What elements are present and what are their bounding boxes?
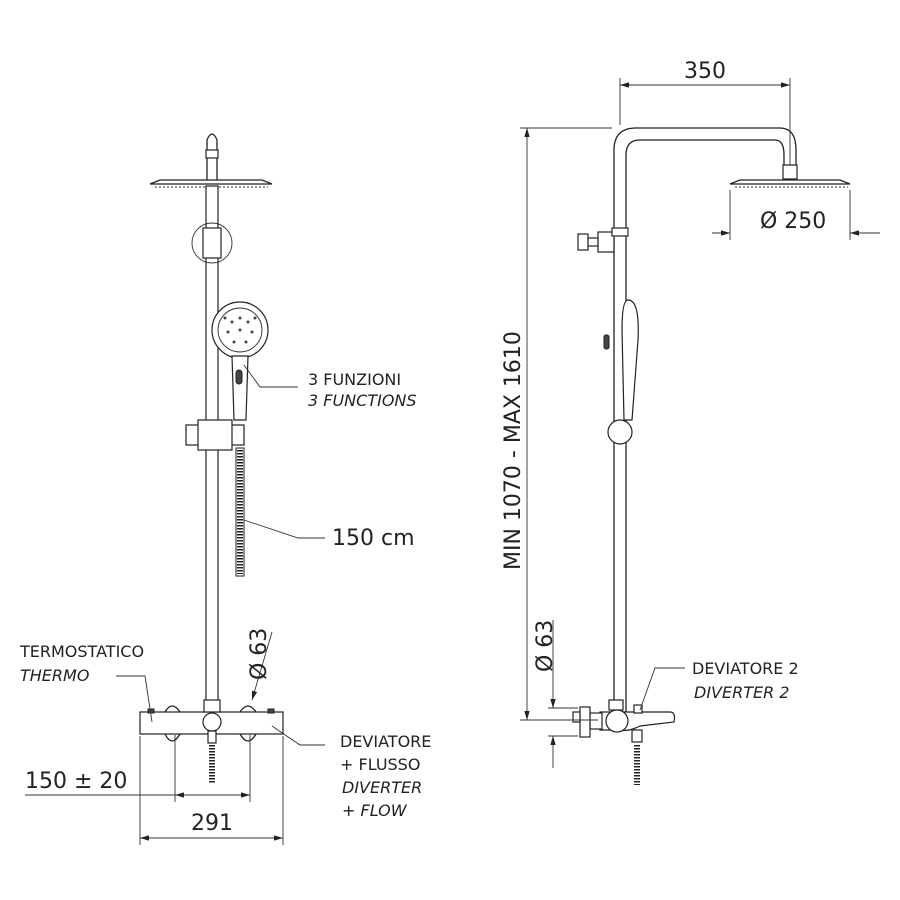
hose [235,447,245,577]
diverter-knob [239,705,257,742]
mixer-width-label: 291 [191,811,233,836]
diverter2-leader [639,667,685,711]
hose-leader [243,519,325,539]
functions-label: 3 FUNZIONI [308,370,401,389]
front-view: 3 FUNZIONI 3 FUNCTIONS 150 cm TERMOSTATI… [19,133,431,845]
knob-diameter-label: Ø 63 [247,628,272,680]
thermo-label-en: THERMO [20,666,89,685]
inlet-spacing-label: 150 ± 20 [25,769,127,794]
rain-shower-head [149,179,273,185]
knob-diameter-side-label: Ø 63 [533,620,558,672]
functions-label-en: 3 FUNCTIONS [308,391,417,410]
shower-arm [206,133,218,180]
wall-bracket [202,227,222,259]
thermo-knob [164,705,181,742]
side-view: 350 Ø 250 MIN 1070 - MAX 1610 Ø 63 DEVIA… [501,59,880,785]
diverter-leader [271,725,325,746]
shower-arm-outer [613,127,797,712]
diverter-label-1: DEVIATORE [340,732,431,751]
thermo-leader [116,675,153,723]
head-diameter-label: Ø 250 [760,209,826,234]
arm-length-label: 350 [684,59,726,84]
rain-shower-head-side [729,179,851,185]
hand-shower-side [621,299,639,421]
diverter-label-2: + FLUSSO [340,755,420,774]
diverter2-knob [633,704,643,714]
diverter2-label: DEVIATORE 2 [692,659,799,678]
hand-shower-handle [231,355,249,421]
slider-knob [607,419,633,445]
diverter2-label-en: DIVERTER 2 [694,683,789,702]
functions-leader [243,364,298,388]
diverter-label-en-2: + FLOW [342,801,408,820]
knob-diameter-leader [251,631,273,701]
height-range-label: MIN 1070 - MAX 1610 [501,331,526,570]
thermo-label: TERMOSTATICO [19,642,144,661]
diverter-label-en-1: DIVERTER [342,778,422,797]
hose-length-label: 150 cm [332,526,415,551]
